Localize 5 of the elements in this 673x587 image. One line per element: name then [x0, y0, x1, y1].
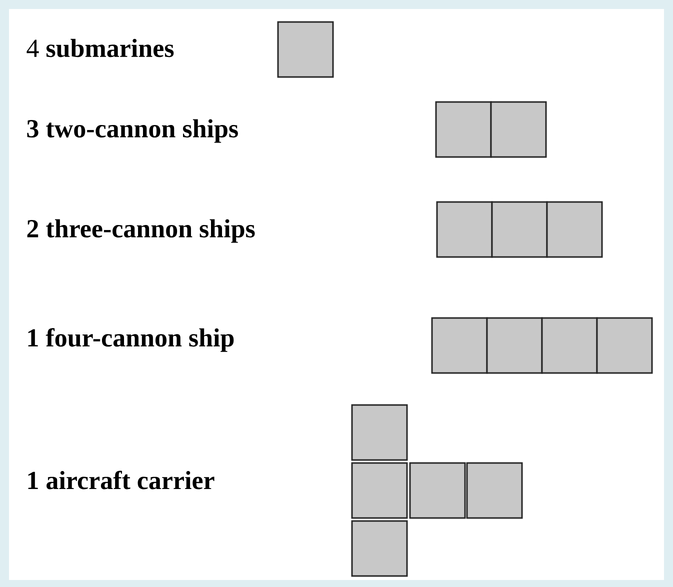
- ship-label: 4 submarines: [26, 38, 174, 58]
- ship-label: 1 four-cannon ship: [28, 328, 234, 352]
- ship-label: 1 aircraft carrier: [28, 470, 214, 490]
- ship-label: 3 two-cannon ships: [27, 119, 238, 143]
- ship-label: 2 three-cannon ships: [27, 219, 255, 243]
